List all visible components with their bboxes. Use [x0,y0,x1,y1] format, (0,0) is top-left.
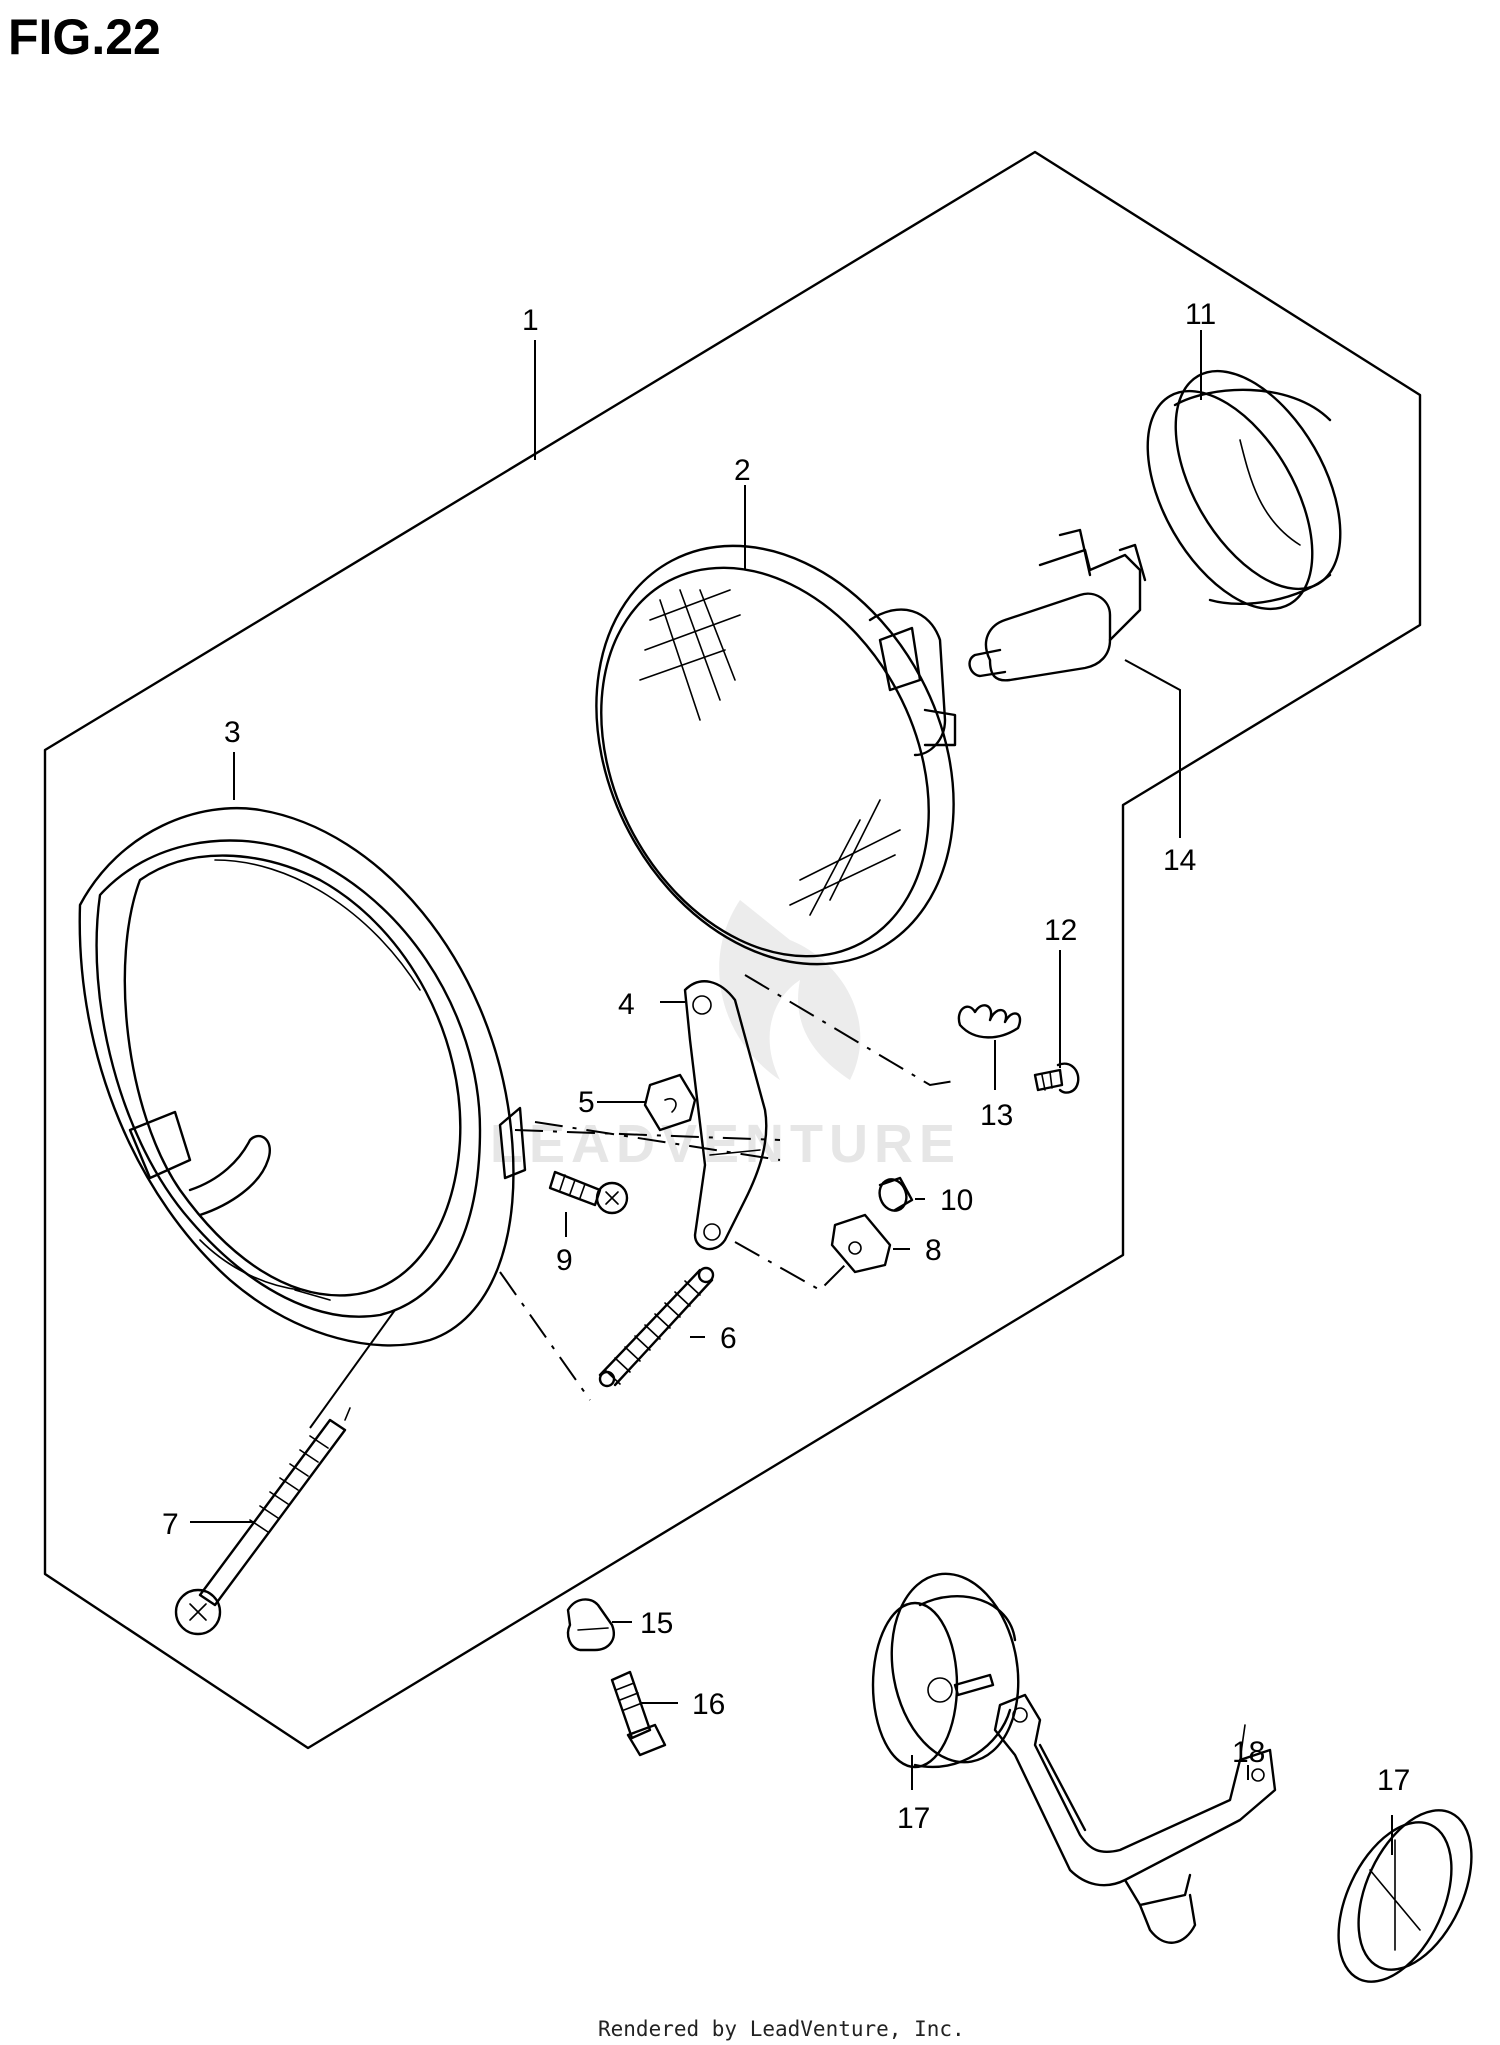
callout-3: 3 [224,716,241,749]
grommet-left [871,1572,1020,1769]
callout-17-right: 17 [1377,1764,1410,1797]
mounting-screw [174,1407,351,1636]
screw [1033,1062,1080,1094]
callout-4: 4 [618,988,635,1021]
assembly-outline [43,150,1422,1750]
callout-14: 14 [1163,844,1196,877]
adjusting-bracket [683,980,768,1251]
figure-title: FIG.22 [8,9,161,65]
adjuster-nut [643,1073,697,1132]
small-spring [957,1004,1022,1039]
callout-12: 12 [1044,914,1077,947]
callout-5: 5 [578,1086,595,1119]
callout-18: 18 [1232,1736,1265,1769]
callout-13: 13 [980,1099,1013,1132]
cap-nut [566,1598,615,1652]
headlight-rim [78,806,527,1347]
footer-credit: Rendered by LeadVenture, Inc. [598,2017,965,2041]
socket-cover [1146,369,1342,611]
callout-8: 8 [925,1234,942,1267]
callout-1: 1 [522,304,539,337]
grommet-right [1337,1809,1473,1983]
assembly-lines [499,974,961,1401]
watermark-text: LEADVENTURE [490,1114,961,1174]
leader-lines [190,330,1393,1855]
callout-7: 7 [162,1508,179,1541]
callout-10: 10 [940,1184,973,1217]
mounting-bracket [993,1693,1277,1944]
callout-9: 9 [556,1244,573,1277]
callout-11: 11 [1185,298,1216,331]
mounting-nut [830,1213,892,1274]
callouts: 1 2 3 4 5 6 7 8 9 10 11 12 13 14 15 16 1… [162,298,1410,1835]
watermark-logo-icon [719,900,861,1080]
screw-long [548,1170,629,1215]
headlight-lens-unit [595,544,957,966]
bolt [610,1670,667,1757]
callout-15: 15 [640,1607,673,1640]
collar [878,1176,914,1212]
callout-17-left: 17 [897,1802,930,1835]
headlight-bulb [968,528,1147,682]
callout-2: 2 [734,454,751,487]
adjusting-spring [598,1266,715,1388]
callout-6: 6 [720,1322,737,1355]
callout-16: 16 [692,1688,725,1721]
